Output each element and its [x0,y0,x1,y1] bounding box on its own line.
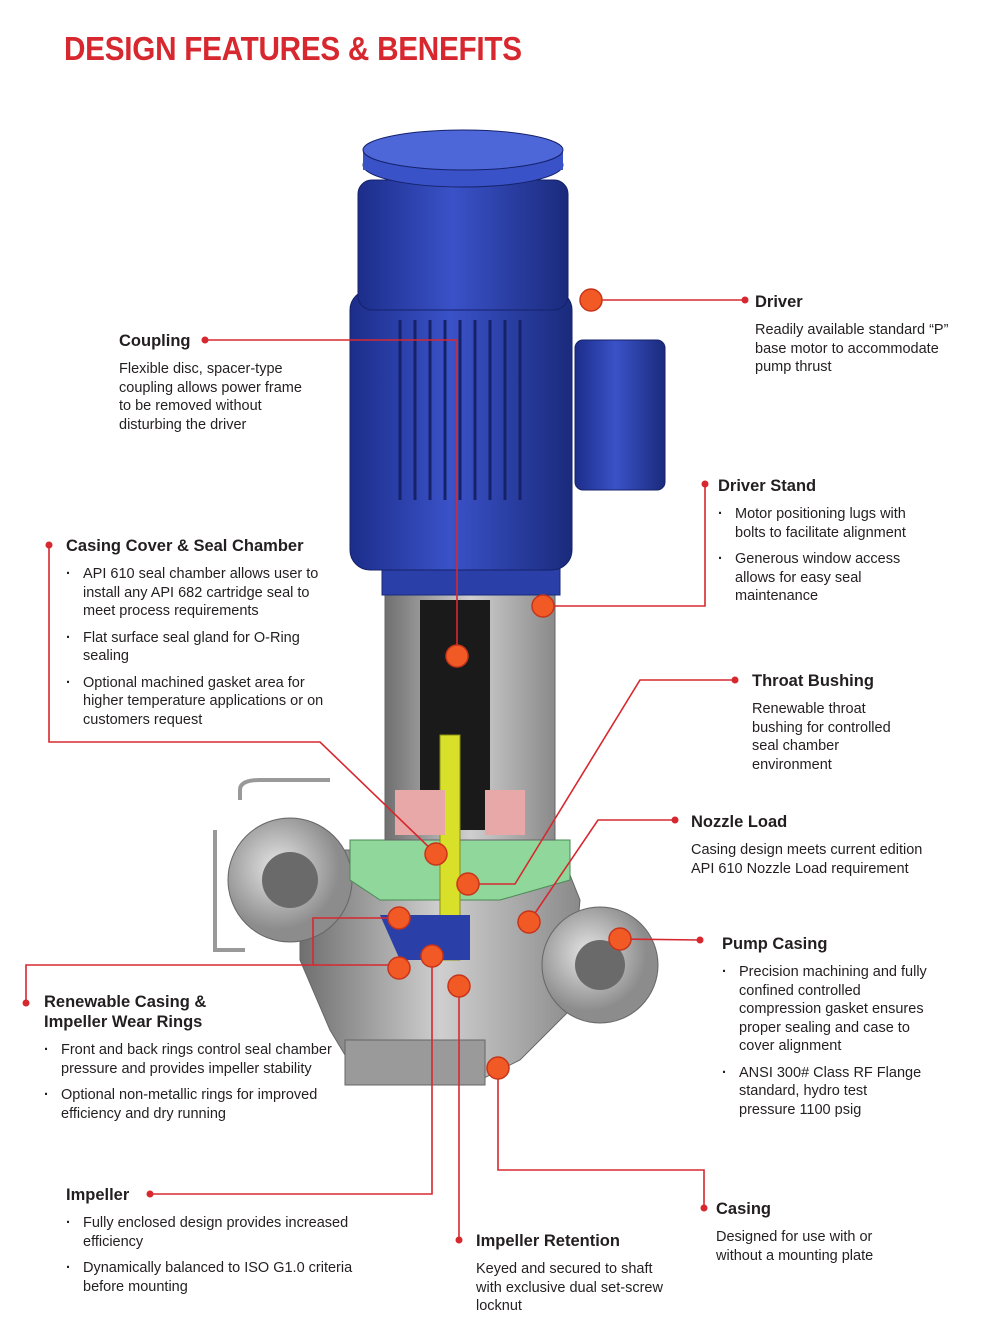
feature-casing-cover: Casing Cover & Seal Chamber API 610 seal… [66,536,336,737]
feature-wear-rings: Renewable Casing & Impeller Wear Rings F… [44,992,344,1131]
feature-heading: Throat Bushing [752,672,874,690]
feature-bullet: Precision machining and fully confined c… [722,963,927,1056]
feature-nozzle-load: Nozzle Load Casing design meets current … [691,812,941,878]
feature-pump-casing: Pump Casing Precision machining and full… [722,934,927,1127]
feature-impeller: Impeller Fully enclosed design provides … [66,1185,361,1304]
feature-heading: Pump Casing [722,935,828,953]
page-title: DESIGN FEATURES & BENEFITS [64,30,522,67]
feature-text: Renewable throat bushing for controlled … [752,701,891,773]
feature-text: Keyed and secured to shaft with exclusiv… [476,1261,663,1314]
feature-bullet: Optional machined gasket area for higher… [66,674,336,730]
callout-endpoints [22,296,749,1244]
feature-bullet: API 610 seal chamber allows user to inst… [66,565,336,621]
feature-driver: Driver Readily available standard “P” ba… [755,292,955,377]
feature-bullet: Optional non-metallic rings for improved… [44,1086,344,1123]
feature-impeller-retention: Impeller Retention Keyed and secured to … [476,1231,676,1316]
feature-coupling: Coupling Flexible disc, spacer-type coup… [119,331,314,434]
feature-heading: Impeller [66,1186,130,1204]
feature-heading: Driver Stand [718,477,817,495]
feature-heading: Driver [755,293,803,311]
feature-heading: Casing Cover & Seal Chamber [66,537,304,555]
motor-graphic [349,129,666,596]
feature-text: Flexible disc, spacer-type coupling allo… [119,361,302,433]
feature-text: Readily available standard “P” base moto… [755,322,949,375]
callout-lines [25,299,745,1240]
feature-bullet: Front and back rings control seal chambe… [44,1041,344,1078]
feature-bullet: Motor positioning lugs with bolts to fac… [718,505,928,542]
pump-casing-graphic [213,778,659,1086]
feature-bullet: ANSI 300# Class RF Flange standard, hydr… [722,1064,927,1120]
callout-dots [387,288,632,1080]
feature-heading: Impeller Retention [476,1232,620,1250]
feature-casing: Casing Designed for use with or without … [716,1199,896,1265]
feature-heading: Nozzle Load [691,813,788,831]
feature-bullet: Flat surface seal gland for O-Ring seali… [66,629,336,666]
feature-throat-bushing: Throat Bushing Renewable throat bushing … [752,671,912,774]
feature-driver-stand: Driver Stand Motor positioning lugs with… [718,476,928,614]
feature-bullet: Fully enclosed design provides increased… [66,1214,361,1251]
feature-heading: Coupling [119,332,191,350]
feature-bullet: Generous window access allows for easy s… [718,550,928,606]
feature-text: Casing design meets current edition API … [691,842,923,877]
feature-heading: Renewable Casing & Impeller Wear Rings [44,993,207,1031]
feature-text: Designed for use with or without a mount… [716,1229,874,1264]
feature-heading: Casing [716,1200,772,1218]
feature-bullet: Dynamically balanced to ISO G1.0 criteri… [66,1259,361,1296]
